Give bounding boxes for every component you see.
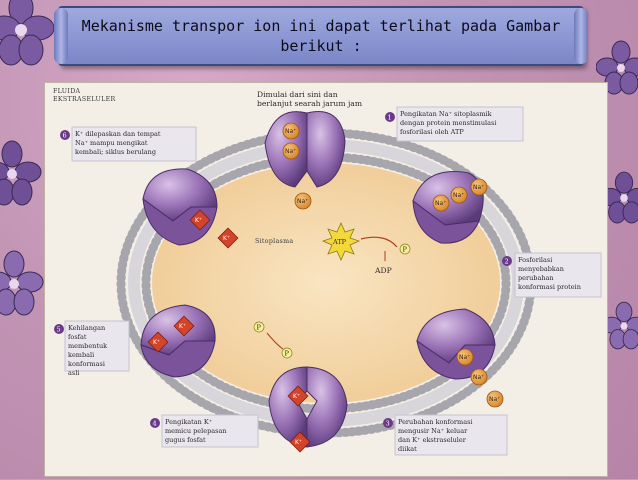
svg-text:K⁺: K⁺: [153, 339, 160, 346]
sodium-potassium-pump-figure: Na⁺ Na⁺ Na⁺ Na⁺ Na⁺ Na⁺ Na⁺ Na⁺ Na⁺ K⁺ K…: [44, 82, 608, 477]
svg-text:1: 1: [388, 114, 392, 122]
svg-text:P: P: [257, 324, 262, 332]
title-banner: Mekanisme transpor ion ini dapat terliha…: [54, 6, 588, 66]
svg-text:2: 2: [505, 258, 509, 266]
svg-text:K⁺: K⁺: [293, 393, 300, 400]
svg-text:ATP: ATP: [332, 238, 347, 246]
flower-decoration-right-mid: [600, 171, 638, 224]
potassium-ion: K⁺: [289, 431, 311, 453]
svg-text:K⁺: K⁺: [223, 235, 230, 242]
svg-text:4: 4: [153, 420, 157, 428]
svg-text:Na⁺: Na⁺: [489, 396, 500, 403]
atp-arrow: [360, 236, 398, 248]
slide-title: Mekanisme transpor ion ini dapat terliha…: [81, 17, 561, 55]
potassium-ion: K⁺: [189, 209, 211, 231]
cytoplasm-label: Sitoplasma: [255, 238, 293, 245]
potassium-ion: K⁺: [287, 385, 309, 407]
sodium-ion: Na⁺: [456, 348, 474, 366]
svg-text:6: 6: [63, 132, 67, 140]
potassium-ion: K⁺: [173, 315, 195, 337]
pump-diagram: Na⁺ Na⁺ Na⁺ Na⁺ Na⁺ Na⁺ Na⁺ Na⁺ Na⁺ K⁺ K…: [53, 88, 602, 456]
svg-text:K⁺: K⁺: [295, 439, 302, 446]
svg-text:K⁺: K⁺: [195, 217, 202, 224]
svg-text:5: 5: [57, 326, 61, 334]
svg-text:K⁺: K⁺: [179, 323, 186, 330]
sodium-ion: Na⁺: [282, 122, 300, 140]
svg-text:Na⁺: Na⁺: [285, 148, 296, 155]
svg-text:P: P: [403, 246, 408, 254]
svg-text:Na⁺: Na⁺: [459, 354, 470, 361]
atp-starburst: ATP: [321, 222, 361, 261]
pump-protein-left-top: [142, 168, 218, 246]
sodium-ion: Na⁺: [282, 142, 300, 160]
svg-text:3: 3: [386, 420, 390, 428]
pump-protein-right-top: [412, 171, 484, 244]
flower-decoration-left: [0, 140, 42, 206]
phosphate-release-arrow: [266, 332, 284, 350]
flower-decoration-bottom-left: [0, 250, 44, 316]
svg-text:Na⁺: Na⁺: [297, 198, 308, 205]
svg-text:Na⁺: Na⁺: [473, 374, 484, 381]
potassium-ion: K⁺: [217, 227, 239, 249]
sodium-ion: Na⁺: [486, 390, 504, 408]
adp-label: ADP: [374, 266, 392, 275]
cytoplasm: [152, 163, 500, 403]
potassium-ion: K⁺: [147, 331, 169, 353]
banner-scroll-right: [574, 8, 588, 64]
svg-text:Na⁺: Na⁺: [435, 200, 446, 207]
sodium-ion: Na⁺: [470, 368, 488, 386]
phosphate-group: P: [253, 321, 265, 333]
sodium-ion: Na⁺: [470, 178, 488, 196]
svg-text:Na⁺: Na⁺: [453, 192, 464, 199]
sodium-ion: Na⁺: [432, 194, 450, 212]
banner-scroll-left: [54, 8, 68, 64]
svg-text:Na⁺: Na⁺: [473, 184, 484, 191]
sodium-ion: Na⁺: [294, 192, 312, 210]
sodium-ion: Na⁺: [450, 186, 468, 204]
flower-decoration-right-top: [596, 40, 638, 95]
phosphate-group: P: [399, 243, 411, 255]
flower-decoration-top-left: [0, 0, 55, 66]
svg-text:P: P: [285, 350, 290, 358]
phosphate-group: P: [281, 347, 293, 359]
svg-text:Na⁺: Na⁺: [285, 128, 296, 135]
